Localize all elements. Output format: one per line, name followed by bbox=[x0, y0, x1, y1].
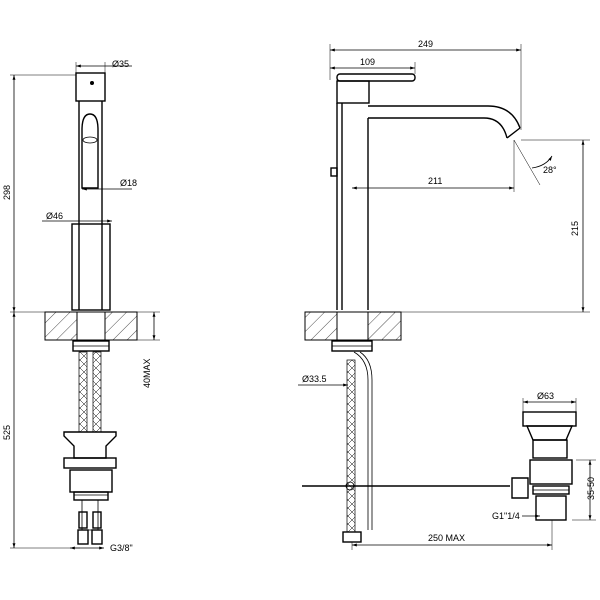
dim-d33: Ø33.5 bbox=[302, 374, 327, 384]
side-view: 249 109 211 215 28° Ø33.5 Ø63 35-50 G1"1… bbox=[298, 39, 596, 550]
front-lever-dot bbox=[90, 81, 94, 85]
side-lever bbox=[336, 73, 416, 82]
dim-d46: Ø46 bbox=[46, 211, 63, 221]
dim-w250: 250 MAX bbox=[428, 533, 465, 543]
front-head bbox=[75, 72, 106, 102]
dim-g14: G1"1/4 bbox=[492, 511, 520, 521]
dim-g38: G3/8" bbox=[110, 543, 133, 553]
front-lower-body bbox=[71, 223, 111, 311]
dim-w211: 211 bbox=[428, 176, 442, 186]
front-hose-right bbox=[92, 351, 102, 433]
front-view: Ø35 Ø18 Ø46 298 525 40MAX G3/8" bbox=[2, 59, 160, 553]
dim-d63: Ø63 bbox=[537, 391, 554, 401]
dim-40max: 40MAX bbox=[142, 358, 152, 388]
dim-h298: 298 bbox=[2, 185, 12, 200]
side-spout bbox=[368, 105, 521, 129]
front-hose-left bbox=[78, 351, 88, 433]
dim-d18: Ø18 bbox=[120, 178, 137, 188]
front-aerator bbox=[81, 113, 99, 189]
dim-h525: 525 bbox=[2, 425, 12, 440]
front-waste-top bbox=[63, 431, 117, 459]
dim-a28: 28° bbox=[543, 165, 557, 175]
dim-h215: 215 bbox=[570, 221, 580, 236]
side-hose bbox=[346, 359, 356, 533]
dim-3550: 35-50 bbox=[586, 477, 596, 500]
dim-w249: 249 bbox=[418, 39, 433, 49]
dim-w109: 109 bbox=[360, 57, 375, 67]
dim-d35: Ø35 bbox=[112, 59, 129, 69]
side-waste-top bbox=[522, 411, 577, 427]
